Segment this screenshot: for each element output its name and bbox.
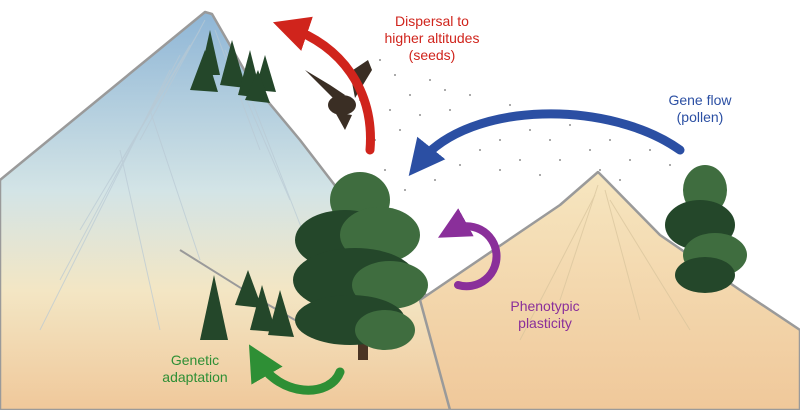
adaptation-label: Genetic adaptation (145, 352, 245, 386)
pine-tree-icon (293, 172, 428, 360)
pine-tree-icon (200, 270, 294, 340)
pine-tree-icon (190, 30, 276, 103)
gene-flow-arrow (408, 109, 685, 176)
adaptation-label-line2: adaptation (162, 369, 228, 385)
gene-flow-label: Gene flow (pollen) (650, 92, 750, 126)
plasticity-arrow (437, 208, 501, 291)
adaptation-label-line1: Genetic (170, 352, 220, 368)
dispersal-label-line2: higher altitudes (384, 30, 480, 46)
dispersal-label-line3: (seeds) (408, 47, 456, 63)
gene-flow-label-line2: (pollen) (676, 109, 724, 125)
dispersal-label-line1: Dispersal to (395, 13, 469, 29)
plasticity-label-line2: plasticity (518, 315, 572, 331)
plasticity-label: Phenotypic plasticity (495, 298, 595, 332)
plasticity-label-line1: Phenotypic (510, 298, 580, 314)
dispersal-label: Dispersal to higher altitudes (seeds) (372, 13, 492, 64)
dispersal-arrow (272, 16, 375, 155)
pine-tree-icon (665, 165, 747, 293)
gene-flow-label-line1: Gene flow (668, 92, 732, 108)
adaptation-arrow (248, 344, 345, 395)
